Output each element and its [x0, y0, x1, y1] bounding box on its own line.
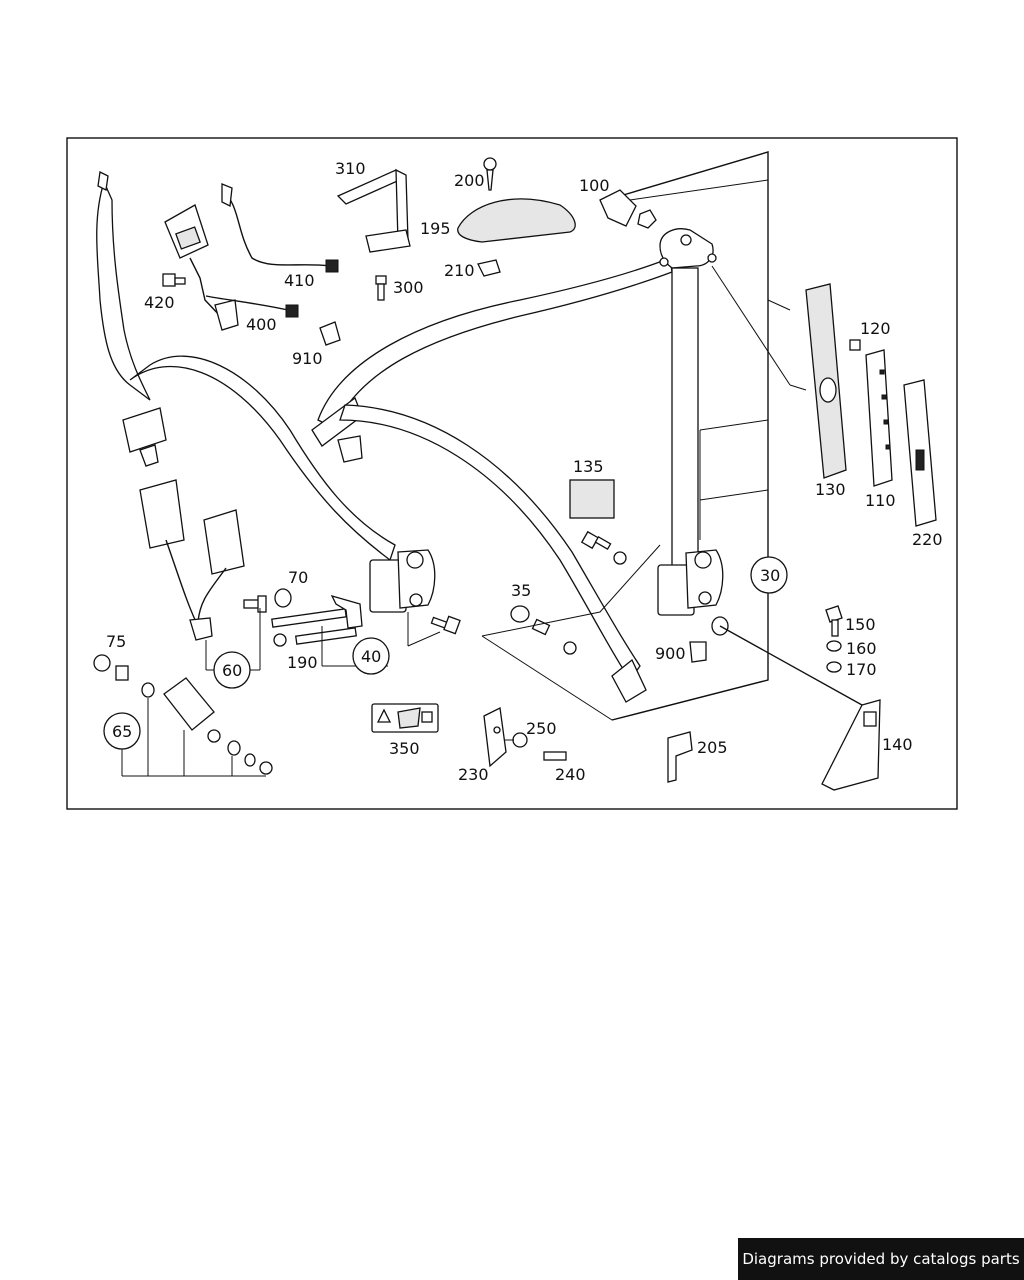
callout-100: 100: [579, 176, 610, 195]
callout-30: 30: [760, 566, 780, 585]
callout-910: 910: [292, 349, 323, 368]
buckle-with-wiring: [164, 183, 339, 331]
callout-circle-60: [213, 651, 251, 689]
parts-65: [93, 654, 273, 775]
callout-circle-65: [103, 712, 141, 750]
shoulder-belt-strap: [311, 257, 673, 703]
buckles-60: [139, 479, 245, 641]
lap-belt-strap: [96, 171, 396, 562]
callout-labels: 310 200 195 210 300 100 410 420 400 910 …: [103, 159, 943, 784]
callout-310: 310: [335, 159, 366, 178]
callout-circle-40: [352, 637, 390, 675]
bolt-150-washers: [825, 605, 843, 673]
callout-110: 110: [865, 491, 896, 510]
diagram-frame: [66, 137, 958, 810]
callout-75: 75: [106, 632, 126, 651]
bolt-40: [430, 615, 461, 635]
callout-410: 410: [284, 271, 315, 290]
callout-65: 65: [112, 722, 132, 741]
bolt-mid: [580, 530, 627, 565]
callout-205: 205: [697, 738, 728, 757]
callout-900: 900: [655, 644, 686, 663]
callout-circle-30: [750, 556, 788, 594]
clip-210: [477, 259, 501, 277]
callout-300: 300: [393, 278, 424, 297]
callout-400: 400: [246, 315, 277, 334]
callout-200: 200: [454, 171, 485, 190]
callout-210: 210: [444, 261, 475, 280]
callout-130: 130: [815, 480, 846, 499]
parts-35: [481, 544, 769, 721]
screw-120: [849, 339, 861, 351]
callout-420: 420: [144, 293, 175, 312]
retractor-right: [657, 549, 724, 616]
callout-250: 250: [526, 719, 557, 738]
rail-110: [865, 349, 893, 487]
footer-credit: Diagrams provided by catalogs parts: [738, 1238, 1024, 1280]
screw-300: [375, 275, 387, 301]
callout-70: 70: [288, 568, 308, 587]
bracket-205: [667, 731, 693, 783]
bracket-140: [719, 625, 881, 791]
cap-900: [689, 641, 707, 663]
callout-350: 350: [389, 739, 420, 758]
bracket-310: [336, 168, 411, 253]
callout-135: 135: [573, 457, 604, 476]
retractor-left: [369, 549, 436, 613]
callout-240: 240: [555, 765, 586, 784]
label-135: [569, 479, 615, 519]
bolts-190: [271, 594, 363, 647]
screw-200: [483, 157, 497, 191]
callout-190: 190: [287, 653, 318, 672]
callout-60: 60: [222, 661, 242, 680]
callout-150: 150: [845, 615, 876, 634]
callout-230: 230: [458, 765, 489, 784]
trim-130: [805, 283, 847, 479]
callout-220: 220: [912, 530, 943, 549]
cover-195: [457, 198, 576, 243]
callout-140: 140: [882, 735, 913, 754]
bolt-420: [162, 273, 186, 287]
clip-230: [483, 707, 567, 768]
bolt-70: [243, 588, 292, 613]
callout-195: 195: [420, 219, 451, 238]
rail-220: [903, 379, 937, 527]
callout-170: 170: [846, 660, 877, 679]
callout-40: 40: [361, 647, 381, 666]
callout-160: 160: [846, 639, 877, 658]
callout-120: 120: [860, 319, 891, 338]
callout-35: 35: [511, 581, 531, 600]
guide-100: [599, 189, 657, 229]
warning-label-350: [371, 703, 439, 733]
connector-910: [319, 321, 341, 346]
